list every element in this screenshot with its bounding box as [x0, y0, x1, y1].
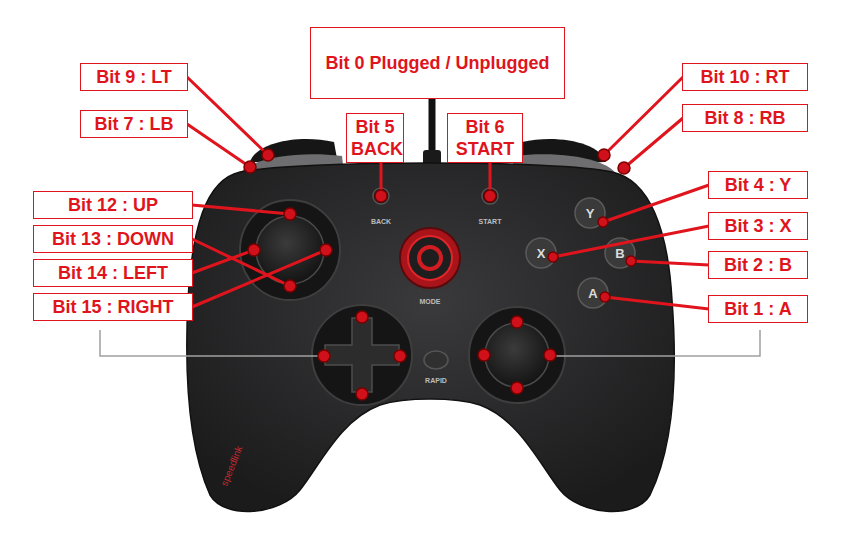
- bit-label: Bit 2 : B: [713, 254, 803, 276]
- marker-dot: [484, 190, 496, 202]
- bit-label: Bit 9 : LT: [85, 66, 183, 88]
- start-button: [482, 188, 498, 204]
- leader-line: [553, 226, 709, 257]
- bit-label-box: Bit 15 : RIGHT: [33, 293, 193, 321]
- face-button-letter: B: [615, 247, 624, 260]
- marker-dot: [284, 280, 296, 292]
- marker-dot: [548, 252, 558, 262]
- marker-dot: [600, 292, 610, 302]
- leader-line: [192, 239, 290, 286]
- marker-dot: [511, 316, 523, 328]
- marker-dot: [284, 208, 296, 220]
- face-button-letter: X: [537, 247, 546, 260]
- button-caption: BACK: [371, 218, 391, 225]
- marker-dot: [478, 349, 490, 361]
- leader-line: [624, 118, 683, 168]
- bit-label-box: Bit 2 : B: [708, 251, 808, 279]
- leader-line: [604, 77, 683, 155]
- marker-dot: [356, 311, 368, 323]
- bit-label-box: Bit 3 : X: [708, 212, 808, 240]
- dpad-cross: [325, 318, 399, 392]
- marker-dot: [244, 161, 256, 173]
- bit-label: Bit 7 : LB: [85, 113, 183, 135]
- bit-label: Bit 4 : Y: [713, 174, 803, 196]
- bit-label: Bit 14 : LEFT: [38, 262, 188, 284]
- left-stick-well: [240, 200, 340, 300]
- face-button-letter: Y: [586, 207, 595, 220]
- bit-label-box: Bit 9 : LT: [80, 63, 188, 91]
- marker-dot: [598, 149, 610, 161]
- bit-label-box: Bit 6 START: [447, 113, 523, 163]
- leader-line: [192, 205, 290, 214]
- button-caption: MODE: [420, 298, 441, 305]
- bit-label-box: Bit 8 : RB: [682, 104, 808, 132]
- marker-dot: [394, 350, 406, 362]
- leader-line: [187, 77, 268, 155]
- marker-dot: [598, 217, 608, 227]
- bit-label-box: Bit 12 : UP: [33, 191, 193, 219]
- bit-label: Bit 6 START: [452, 116, 518, 160]
- bit-label-box: Bit 7 : LB: [80, 110, 188, 138]
- marker-dot: [544, 349, 556, 361]
- marker-dot: [320, 244, 332, 256]
- bit-label: Bit 0 Plugged / Unplugged: [317, 52, 558, 74]
- right-stick: [485, 323, 549, 387]
- button-caption: START: [479, 218, 502, 225]
- leader-line: [631, 261, 709, 265]
- bit-label-box: Bit 13 : DOWN: [33, 225, 193, 253]
- bit-label-box: Bit 10 : RT: [682, 63, 808, 91]
- bit-label-box: Bit 4 : Y: [708, 171, 808, 199]
- button-caption: RAPID: [425, 377, 447, 384]
- bit-label-box: Bit 0 Plugged / Unplugged: [310, 27, 565, 99]
- marker-dot: [318, 350, 330, 362]
- bit-label: Bit 12 : UP: [38, 194, 188, 216]
- controller-body: [187, 163, 674, 511]
- bit-label: Bit 1 : A: [713, 298, 803, 320]
- bit-label-box: Bit 1 : A: [708, 295, 808, 323]
- bit-label: Bit 15 : RIGHT: [38, 296, 188, 318]
- mode-button: [408, 236, 452, 280]
- marker-dot: [511, 382, 523, 394]
- rstick-bracket: [552, 330, 760, 356]
- rapid-button: [424, 351, 448, 369]
- marker-dot: [356, 388, 368, 400]
- bit-label-box: Bit 14 : LEFT: [33, 259, 193, 287]
- marker-dot: [262, 149, 274, 161]
- bit-label: Bit 5 BACK: [351, 116, 399, 160]
- marker-dot: [375, 190, 387, 202]
- leader-line: [187, 124, 250, 167]
- bit-label: Bit 8 : RB: [687, 107, 803, 129]
- marker-dot: [626, 256, 636, 266]
- marker-dot: [248, 244, 260, 256]
- bit-label: Bit 10 : RT: [687, 66, 803, 88]
- leader-line: [605, 297, 709, 309]
- right-stick-well: [469, 307, 565, 403]
- dpad-well: [312, 305, 412, 405]
- back-button: [373, 188, 389, 204]
- bit-label-box: Bit 5 BACK: [346, 113, 404, 163]
- dpad-bracket: [100, 330, 322, 356]
- mode-ring: [400, 228, 460, 288]
- face-button-letter: A: [588, 287, 597, 300]
- mode-logo: [419, 247, 441, 269]
- bit-label: Bit 3 : X: [713, 215, 803, 237]
- leader-line: [192, 250, 254, 273]
- bit-label: Bit 13 : DOWN: [38, 228, 188, 250]
- marker-dot: [618, 162, 630, 174]
- leader-line: [603, 185, 709, 222]
- leader-line: [192, 250, 326, 307]
